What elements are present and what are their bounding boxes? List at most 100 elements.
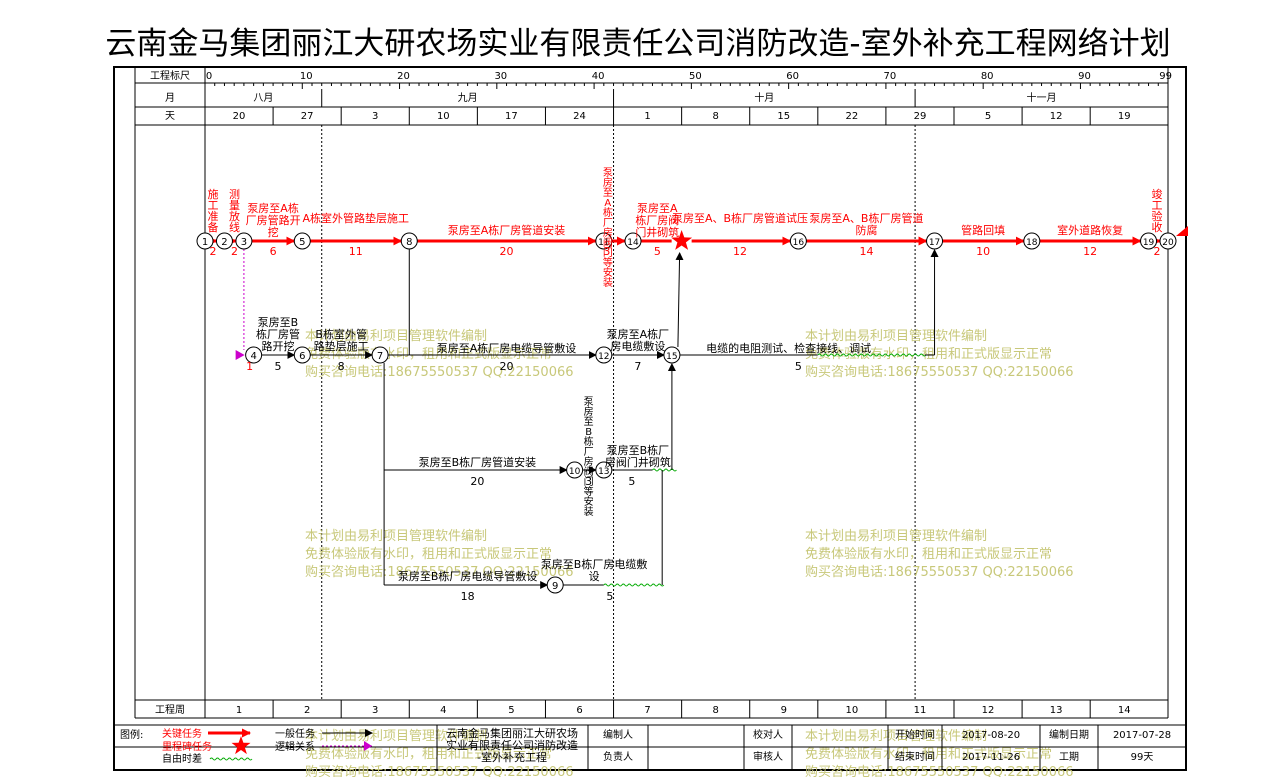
watermark: 本计划由易利项目管理软件编制免费体验版有水印，租用和正式版显示正常购买咨询电话:… [805,529,1074,580]
legend-logic-arrow-icon [364,741,372,751]
watermark-line: 购买咨询电话:18675550537 QQ:22150066 [805,764,1074,777]
month-name: 十一月 [1027,91,1057,104]
node-3: 3 [235,232,253,250]
day-number: 15 [777,111,790,122]
week-number: 12 [982,705,995,716]
day-label: 天 [165,111,175,122]
label-char: 阀 [584,465,594,478]
label-char: 等 [584,485,594,498]
label-char: 收 [1152,220,1163,234]
scale-tick-label: 70 [884,71,897,82]
node-circle [245,346,263,364]
label-char: 阀 [603,236,613,249]
legend-normal-label: 一般任务 [275,727,315,740]
legend-star-icon [231,736,251,755]
scale-tick-label: 10 [300,71,313,82]
footer-preparer-label: 编制人 [603,728,633,741]
watermark-line: 购买咨询电话:18675550537 QQ:22150066 [805,364,1074,380]
critical-duration: 2 [1154,245,1161,258]
node-number: 16 [793,238,805,248]
node-number: 7 [377,351,383,362]
node-number: 3 [241,237,247,248]
watermark-line: 本计划由易利项目管理软件编制 [305,529,487,544]
label-char: 房 [603,176,613,189]
label-char: 竣 [1152,187,1163,201]
watermark-line: 免费体验版有水印，租用和正式版显示正常 [805,746,1052,762]
scale-tick-label: 30 [494,71,507,82]
task-label: 电缆的电阻测试、检查接线、调试 [706,341,871,355]
node-13: 13 [595,461,613,479]
critical-label: A栋室外管路垫层施工 [303,211,410,225]
node-circle [215,232,233,250]
scale-tick-label: 99 [1159,71,1172,82]
free-float-wave [603,583,665,587]
label-line: 实业有限责任公司消防改造 [446,738,578,752]
footer-end-value: 2017-11-26 [962,752,1020,763]
scale-tick-label: 90 [1078,71,1091,82]
day-number: 12 [1050,111,1063,122]
node-1: 1 [196,232,214,250]
watermark-line: 免费体验版有水印，租用和正式版显示正常 [805,346,1052,362]
task-duration: 5 [628,475,635,488]
node-number: 2 [221,237,227,248]
node-circle [1023,232,1041,250]
node-16: 16 [789,232,807,250]
watermark-line: 购买咨询电话:18675550537 QQ:22150066 [305,364,574,380]
legend-float-label: 自由时差 [162,752,202,765]
task-duration: 1 [246,360,253,373]
task-duration: 7 [634,360,641,373]
logic-arrow-icon [235,350,245,360]
node-8: 8 [400,232,418,250]
label-line: 路开挖 [261,339,294,353]
label-line: 管路回填 [961,223,1005,237]
week-number: 2 [304,705,310,716]
footer-project: 云南金马集团丽江大研农场实业有限责任公司消防改造-室外补充工程 [446,726,578,764]
critical-duration: 5 [654,245,661,258]
critical-label: 泵房至A、B栋厂房管道试压 [672,211,808,225]
critical-label: 室外道路恢复 [1057,223,1123,237]
node-7: 7 [371,346,389,364]
node-5: 5 [293,232,311,250]
label-line: 防腐 [855,223,877,237]
label-line: 泵房至A、B栋厂房管道试压 [672,211,808,225]
node-number: 20 [1162,238,1174,248]
month-name: 九月 [458,92,478,104]
node-number: 11 [598,238,609,248]
node-circle [595,232,613,250]
label-char: 厂 [584,447,594,458]
node-number: 10 [569,467,581,477]
end-flag-icon [1176,226,1188,236]
scale-tick-label: 20 [397,71,410,82]
watermark-line: 本计划由易利项目管理软件编制 [305,329,487,344]
label-line: -室外补充工程 [477,750,547,764]
watermark-line: 免费体验版有水印，租用和正式版显示正常 [305,546,552,562]
week-number: 6 [576,705,582,716]
day-number: 1 [644,111,650,122]
node-circle [566,461,584,479]
day-number: 29 [914,111,927,122]
footer-date-label: 编制日期 [1049,728,1089,741]
week-number: 7 [644,705,650,716]
day-number: 24 [573,111,586,122]
week-number: 13 [1050,705,1063,716]
week-number: 3 [372,705,378,716]
label-line: 云南金马集团丽江大研农场 [446,726,578,740]
label-line: 栋厂房管 [256,327,300,341]
month-name: 八月 [253,92,273,104]
label-char: B [585,427,592,438]
task-duration: 3 [585,475,592,488]
week-number: 14 [1118,705,1131,716]
node-12: 12 [595,346,613,364]
label-char: 施 [208,188,219,201]
label-char: 工 [1152,199,1163,212]
label-line: 泵房至A [637,202,678,215]
scale-label: 工程标尺 [150,70,190,82]
label-line: 门井砌筑 [635,225,679,239]
node-circle [926,232,944,250]
label-line: 设 [589,570,600,583]
week-number: 9 [781,705,787,716]
label-line: 泵房至A栋厂 [607,327,670,341]
